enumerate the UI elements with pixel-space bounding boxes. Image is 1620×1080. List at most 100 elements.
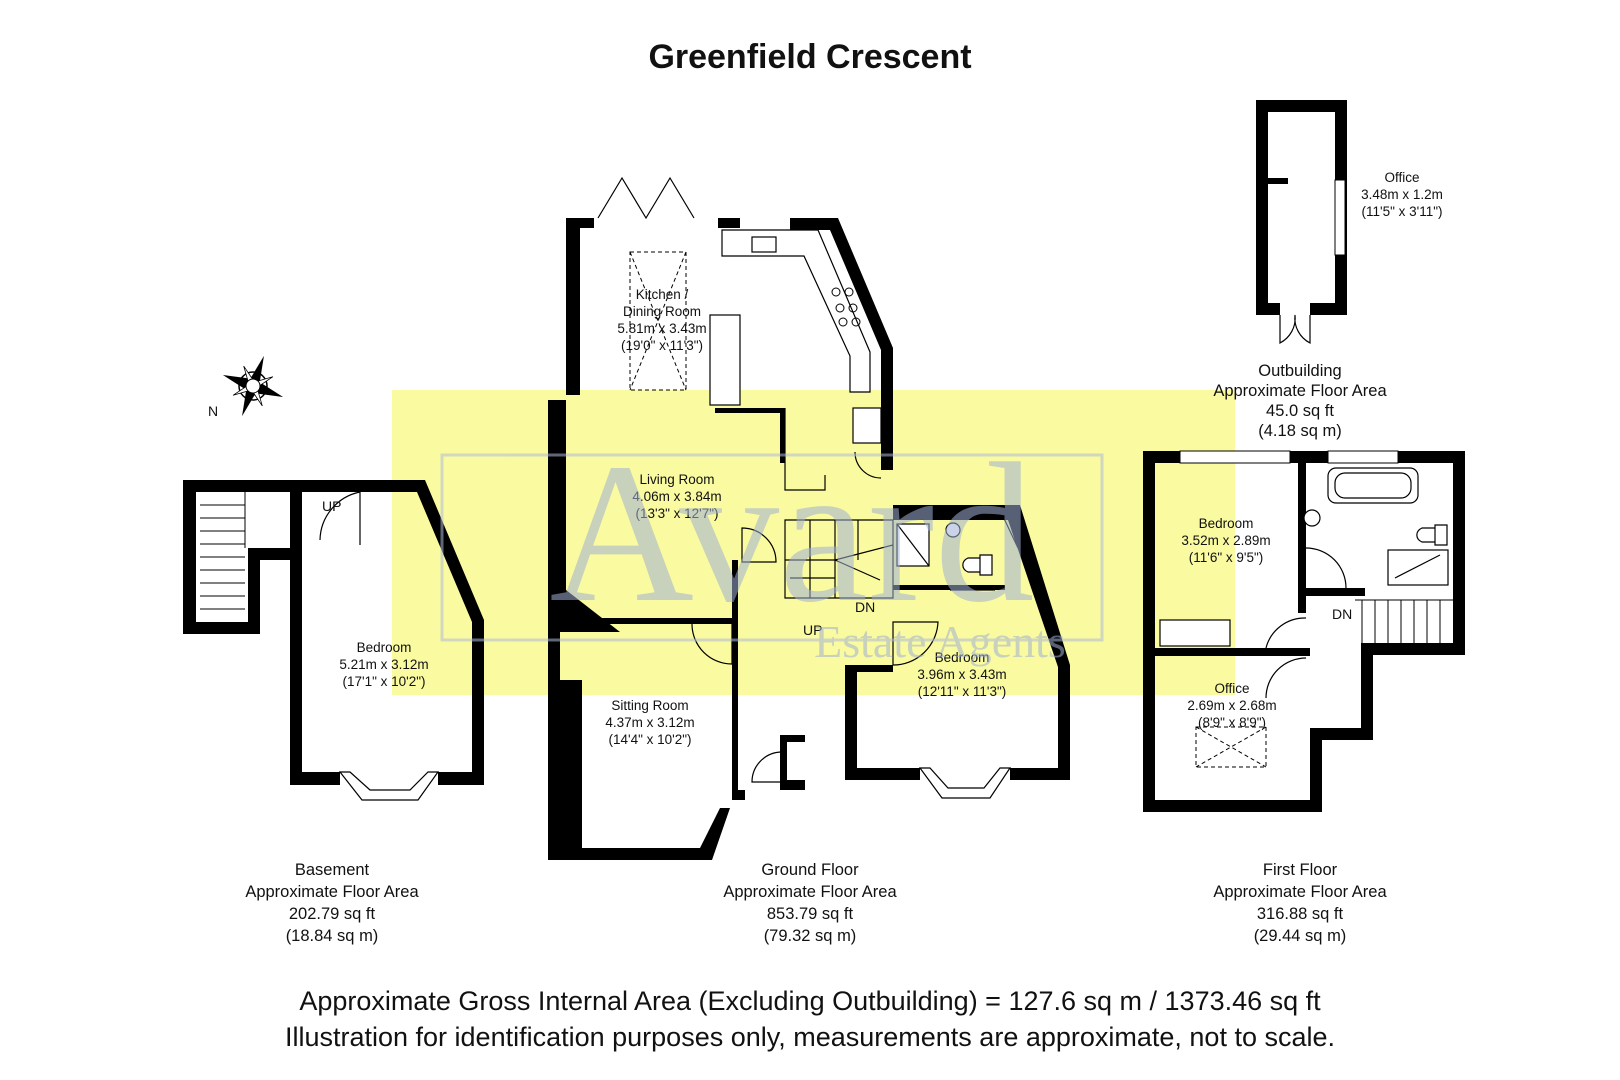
first-floor-plan: DN Bedroom 3.52m x 2.89m (11'6" x 9'5") …	[1143, 450, 1465, 812]
ground-dn-label: DN	[855, 599, 875, 615]
basement-door	[319, 491, 361, 545]
ground-kitchen-living-wall	[715, 408, 785, 413]
basement-plan: UP Bedroom 5.21m x 3.12m (17'1" x 10'2")	[183, 480, 484, 801]
watermark-subtitle: Estate Agents	[814, 616, 1066, 667]
living-imperial: (13'3" x 12'7")	[635, 506, 718, 521]
first-floor-name: First Floor	[1263, 861, 1338, 879]
first-office-wall	[1155, 648, 1310, 656]
basement-up-label: UP	[322, 498, 341, 514]
outbuilding-doors	[1279, 314, 1311, 344]
kitchen-name-2: Dining Room	[623, 304, 701, 319]
basement-floor-name: Basement	[295, 861, 370, 879]
outbuilding-office-imperial: (11'5" x 3'11")	[1361, 204, 1442, 219]
ground-bedroom-metric: 3.96m x 3.43m	[917, 667, 1006, 682]
ground-bedroom-door	[892, 621, 939, 666]
first-bedroom-window	[1179, 450, 1291, 464]
first-office-metric: 2.69m x 2.68m	[1187, 698, 1276, 713]
ground-area-caption: Approximate Floor Area	[723, 883, 897, 901]
ground-up-label: UP	[803, 622, 822, 638]
ground-floor-name: Ground Floor	[761, 861, 859, 879]
ground-staircase: UP DN	[784, 519, 894, 638]
outbuilding-office-metric: 3.48m x 1.2m	[1361, 187, 1443, 202]
first-sq-ft: 316.88 sq ft	[1257, 905, 1344, 923]
watermark: Avard Estate Agents	[440, 423, 1104, 667]
outbuilding-plan: Office 3.48m x 1.2m (11'5" x 3'11")	[1256, 100, 1443, 344]
first-office-skylight	[1195, 726, 1267, 768]
basement-sq-m: (18.84 sq m)	[286, 927, 379, 945]
ground-shower-room	[893, 505, 1019, 591]
first-bathroom-wall	[1298, 463, 1306, 613]
living-name: Living Room	[639, 472, 714, 487]
ground-bedroom-west-wall	[845, 665, 920, 780]
ground-living-west-wall	[548, 400, 620, 632]
outbuilding-floor-name: Outbuilding	[1258, 362, 1341, 380]
first-office-name: Office	[1214, 681, 1249, 696]
first-sq-m: (29.44 sq m)	[1254, 927, 1347, 945]
first-bedroom-name: Bedroom	[1199, 516, 1254, 531]
basement-stair-wall	[183, 480, 297, 634]
sitting-metric: 4.37m x 3.12m	[605, 715, 694, 730]
outbuilding-window	[1334, 179, 1346, 256]
basement-bedroom-metric: 5.21m x 3.12m	[339, 657, 428, 672]
compass-rose: N	[208, 355, 284, 419]
basement-bay-window	[338, 771, 440, 801]
watermark-name: Avard	[550, 423, 1035, 644]
kitchen-name-1: Kitchen /	[636, 287, 689, 302]
first-bedroom-door	[1265, 617, 1307, 649]
ground-bedroom-imperial: (12'11" x 11'3")	[918, 684, 1007, 699]
first-bedroom-imperial: (11'6" x 9'5")	[1189, 550, 1264, 565]
first-bathroom-window	[1327, 450, 1399, 464]
first-staircase	[1355, 599, 1453, 643]
ground-sitting-door	[691, 623, 733, 665]
ground-bay-window	[918, 767, 1012, 799]
ground-west-wall	[566, 218, 594, 395]
watermark-highlight	[392, 390, 1235, 695]
outbuilding-sq-m: (4.18 sq m)	[1258, 422, 1341, 440]
ground-sq-ft: 853.79 sq ft	[767, 905, 854, 923]
basement-sq-ft: 202.79 sq ft	[289, 905, 376, 923]
living-metric: 4.06m x 3.84m	[632, 489, 721, 504]
ground-living-sitting-wall	[598, 618, 732, 624]
footer-disclaimer: Illustration for identification purposes…	[285, 1022, 1335, 1052]
first-wardrobe	[1159, 619, 1231, 647]
footer-gross-area: Approximate Gross Internal Area (Excludi…	[299, 986, 1321, 1016]
basement-area-caption: Approximate Floor Area	[245, 883, 419, 901]
ground-bedroom-east-wall	[1005, 505, 1070, 780]
ground-basin	[945, 522, 961, 538]
basement-stairs	[200, 492, 246, 610]
first-office-door	[1265, 657, 1307, 699]
ground-kitchen-east-wall	[790, 218, 893, 470]
ground-kitchen-north-wall	[718, 218, 740, 228]
ground-front-door	[751, 751, 783, 783]
ground-bedroom-name: Bedroom	[935, 650, 990, 665]
basement-area-label: Basement Approximate Floor Area 202.79 s…	[245, 861, 419, 945]
first-toilet	[1416, 524, 1448, 546]
ground-area-label: Ground Floor Approximate Floor Area 853.…	[723, 861, 897, 945]
ground-sitting-window-sill	[548, 680, 560, 730]
kitchen-hob	[831, 287, 861, 327]
ground-sitting-west-wall	[548, 632, 730, 860]
sitting-imperial: (14'4" x 10'2")	[608, 732, 691, 747]
kitchen-island	[709, 314, 741, 406]
first-basin	[1303, 509, 1321, 527]
outbuilding-sq-ft: 45.0 sq ft	[1266, 402, 1334, 420]
kitchen-skylight	[629, 251, 687, 391]
first-office-imperial: (8'9" x 8'9")	[1198, 715, 1266, 730]
kitchen-bifold-doors	[597, 176, 695, 220]
kitchen-unit	[852, 407, 882, 444]
outbuilding-wall	[1256, 100, 1347, 315]
first-bedroom-metric: 3.52m x 2.89m	[1181, 533, 1270, 548]
outbuilding-area-caption: Approximate Floor Area	[1213, 382, 1387, 400]
basement-bedroom-imperial: (17'1" x 10'2")	[342, 674, 425, 689]
ground-porch-wall	[780, 735, 805, 790]
kitchen-counter	[721, 229, 871, 393]
compass-north-label: N	[208, 403, 218, 419]
first-bathroom-door	[1305, 547, 1347, 589]
outbuilding-area-label: Outbuilding Approximate Floor Area 45.0 …	[1213, 362, 1387, 440]
kitchen-metric: 5.81m x 3.43m	[617, 321, 706, 336]
ground-floor-plan: UP DN Kitchen / Dining Room 5.8	[548, 176, 1070, 860]
kitchen-sink	[751, 236, 777, 253]
first-dn-label: DN	[1332, 606, 1352, 622]
first-area-caption: Approximate Floor Area	[1213, 883, 1387, 901]
